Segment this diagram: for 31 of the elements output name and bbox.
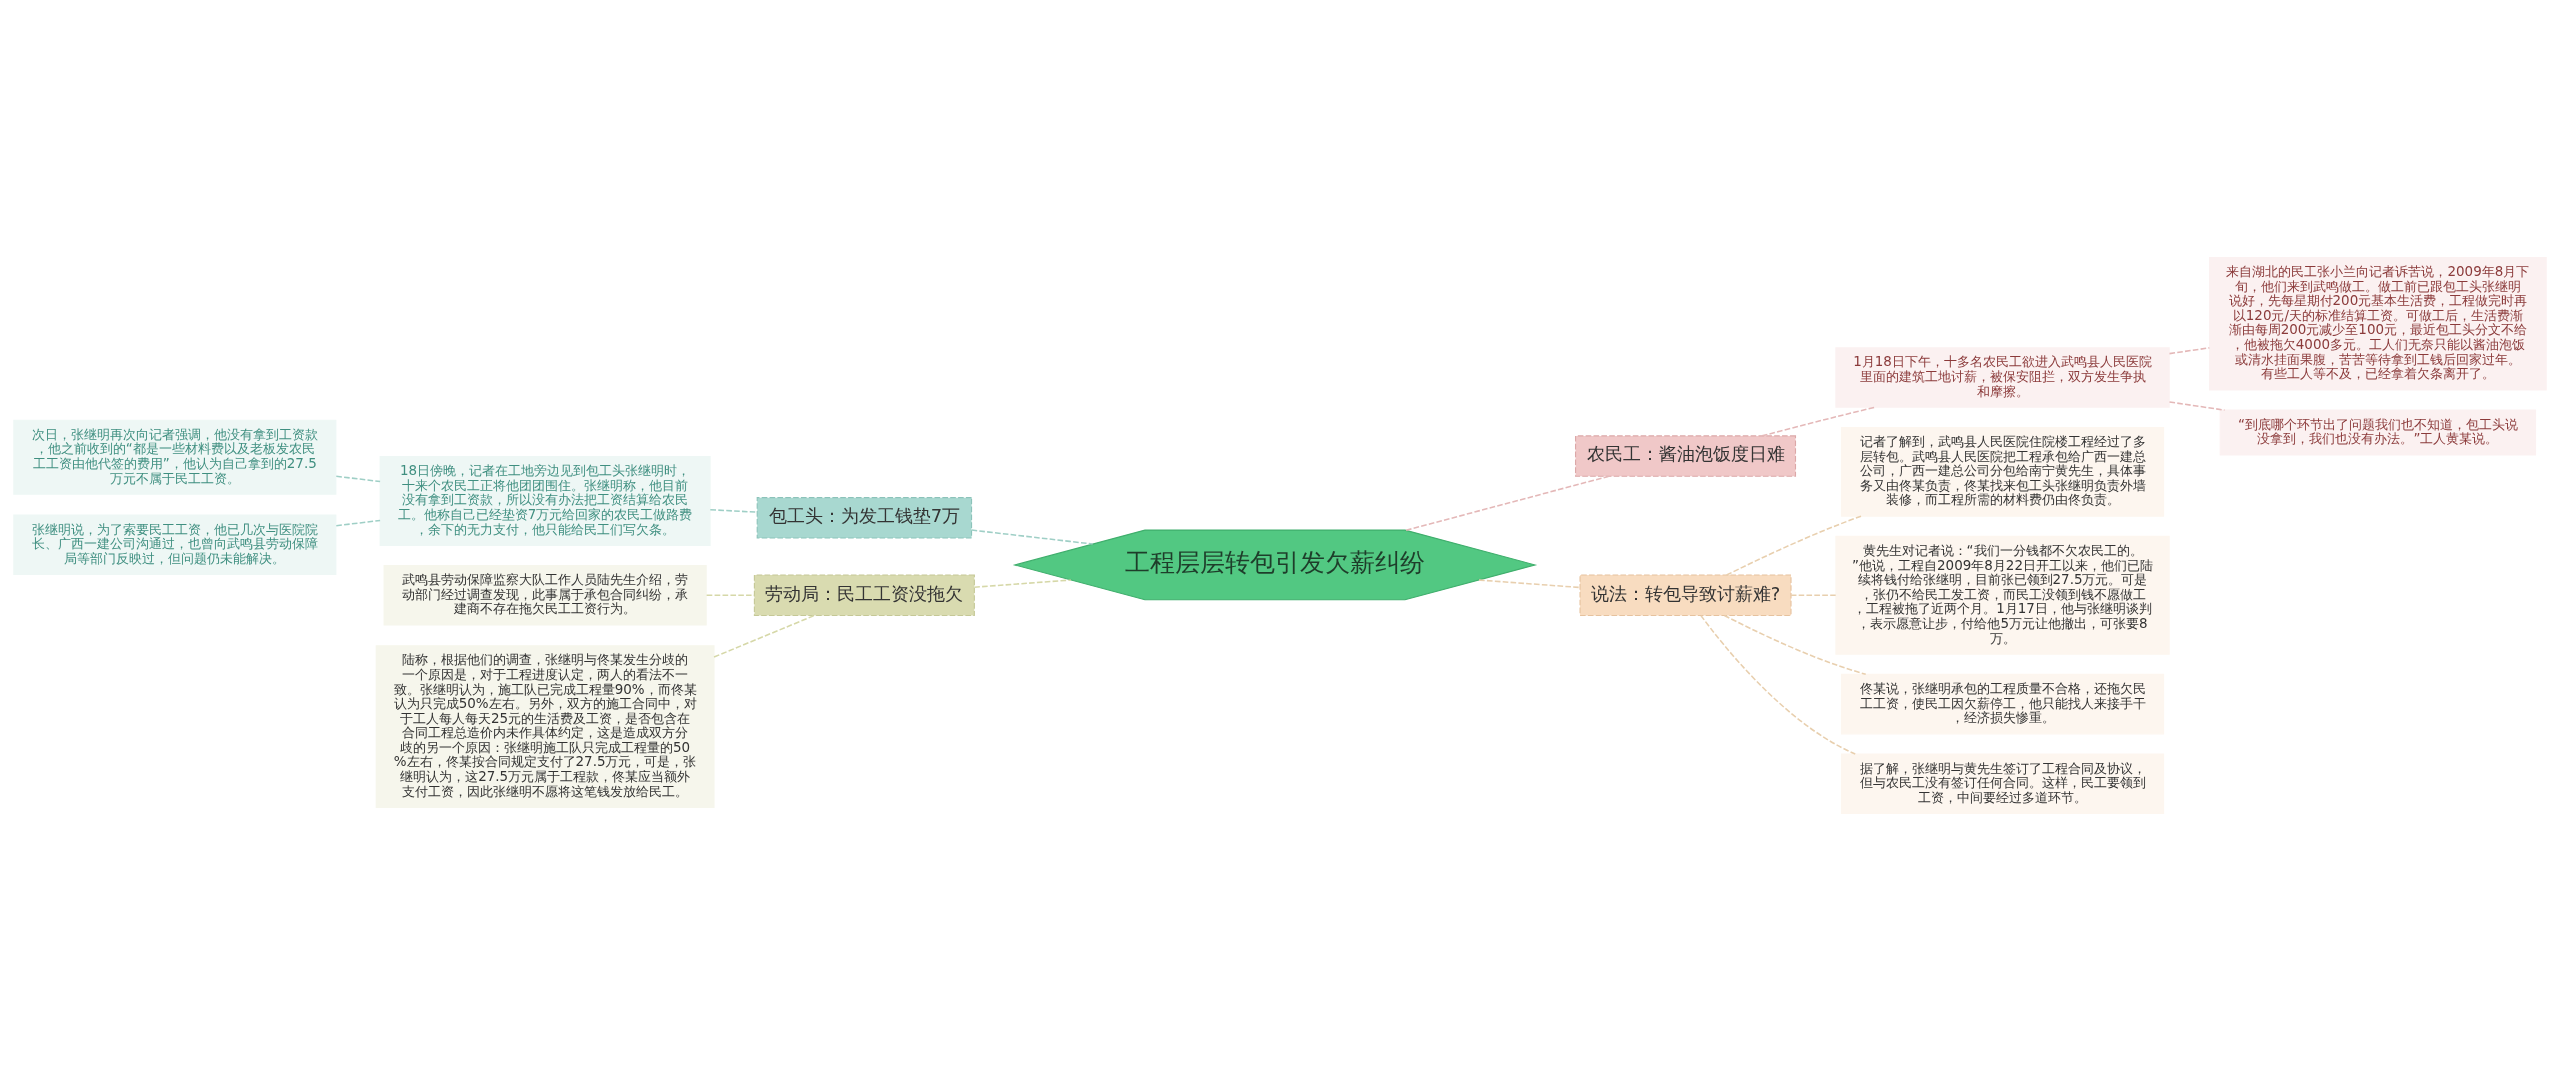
- connector: [1725, 515, 1862, 576]
- connector: [1478, 579, 1581, 589]
- node-box: 1月18日下午，十多名农民工欲进入武鸣县人民医院里面的建筑工地讨薪，被保安阻拦，双方发生争执和摩擦。: [1835, 347, 2170, 408]
- node-box: 来自湖北的民工张小兰向记者诉苦说，2009年8月下旬，他们来到武鸣做工。做工前已跟包工头张继明说好，先每星期付200元基本生活费，工程做完时再以120元/天的标准结算工资。可做工后，生活费渐渐由每周200元减少至100元，最近包工头分文不给，他被拖欠4000多元。工人们无奈只能以酱油泡饭或清水挂面果腹，苦苦等待拿到工钱后回家过年。有些工人等不及，已经拿着欠条离开了。: [2209, 256, 2547, 391]
- node-box: 劳动局：民工工资没拖欠: [753, 574, 975, 616]
- connector: [1723, 614, 1867, 676]
- node-box: 据了解，张继明与黄先生签订了工程合同及协议，但与农民工没有签订任何合同。这样，民工要领到工资，中间要经过多道环节。: [1840, 753, 2165, 815]
- node-box: 说法：转包导致讨薪难?: [1579, 574, 1792, 616]
- connector: [335, 519, 381, 527]
- node-box: 次日，张继明再次向记者强调，他没有拿到工资款，他之前收到的“都是一些材料费以及老板发农民工工资由他代签的费用”，他认为自己拿到的27.5万元不属于民工工资。: [13, 419, 337, 495]
- node-box: 黄先生对记者说：“我们一分钱都不欠农民工的。”他说，工程自2009年8月22日开工以来，他们已陆续将钱付给张继明，目前张已领到27.5万元。可是，张仍不给民工发工资，而民工没领到钱不愿做工，工程被拖了近两个月。1月17日，他与张继明谈判，表示愿意让步，付给他5万元让他撤出，可张要8万。: [1835, 535, 2170, 655]
- node-box: 包工头：为发工钱垫7万: [756, 497, 973, 539]
- connector: [1700, 614, 1856, 755]
- node-box: “到底哪个环节出了问题我们也不知道，包工头说没拿到，我们也没有办法。”工人黄某说。: [2219, 409, 2537, 456]
- node-box: 农民工：酱油泡饭度日难: [1575, 435, 1797, 477]
- connector: [1761, 406, 1876, 437]
- connector: [973, 579, 1072, 588]
- connector: [2168, 347, 2211, 355]
- connector: [1790, 594, 1837, 597]
- node-box: 18日傍晚，记者在工地旁边见到包工头张继明时，十来个农民工正将他团团围住。张继明称，他目前没有拿到工资款，所以没有办法把工资结算给农民工。他称自己已经垫资7万元给回家的农民工做路费，余下的无力支付，他只能给民工们写欠条。: [379, 456, 711, 546]
- node-box: 记者了解到，武鸣县人民医院住院楼工程经过了多层转包。武鸣县人民医院把工程承包给广西一建总公司，广西一建总公司分包给南宁黄先生，具体事务又由佟某负责，佟某找来包工头张继明负责外墙装修，而工程所需的材料费仍由佟负责。: [1840, 426, 2165, 517]
- connector: [970, 529, 1094, 545]
- connector: [335, 475, 381, 483]
- connector: [713, 614, 815, 658]
- node-box: 武鸣县劳动保障监察大队工作人员陆先生介绍，劳动部门经过调查发现，此事属于承包合同纠纷，承建商不存在拖欠民工工资行为。: [383, 564, 707, 626]
- connector: [709, 508, 758, 513]
- connector: [2168, 401, 2226, 411]
- connector: [1405, 475, 1610, 532]
- node-box: 张继明说，为了索要民工工资，他已几次与医院院长、广西一建公司沟通过，也曾向武鸣县劳动保障局等部门反映过，但问题仍未能解决。: [13, 514, 337, 576]
- node-box: 陆称，根据他们的调查，张继明与佟某发生分歧的一个原因是，对于工程进度认定，两人的看法不一致。张继明认为，施工队已完成工程量90%，而佟某认为只完成50%左右。另外，双方的施工合同中，对于工人每人每天25元的生活费及工资，是否包含在合同工程总造价内未作具体约定，这是造成双方分歧的另一个原因：张继明施工队只完成工程量的50%左右，佟某按合同规定支付了27.5万元，可是，张继明认为，这27.5万元属于工程款，佟某应当额外支付工资，因此张继明不愿将这笔钱发放给民工。: [375, 645, 715, 808]
- node-box: 佟某说，张继明承包的工程质量不合格，还拖欠民工工资，使民工因欠薪停工，他只能找人来接手干，经济损失惨重。: [1840, 673, 2165, 735]
